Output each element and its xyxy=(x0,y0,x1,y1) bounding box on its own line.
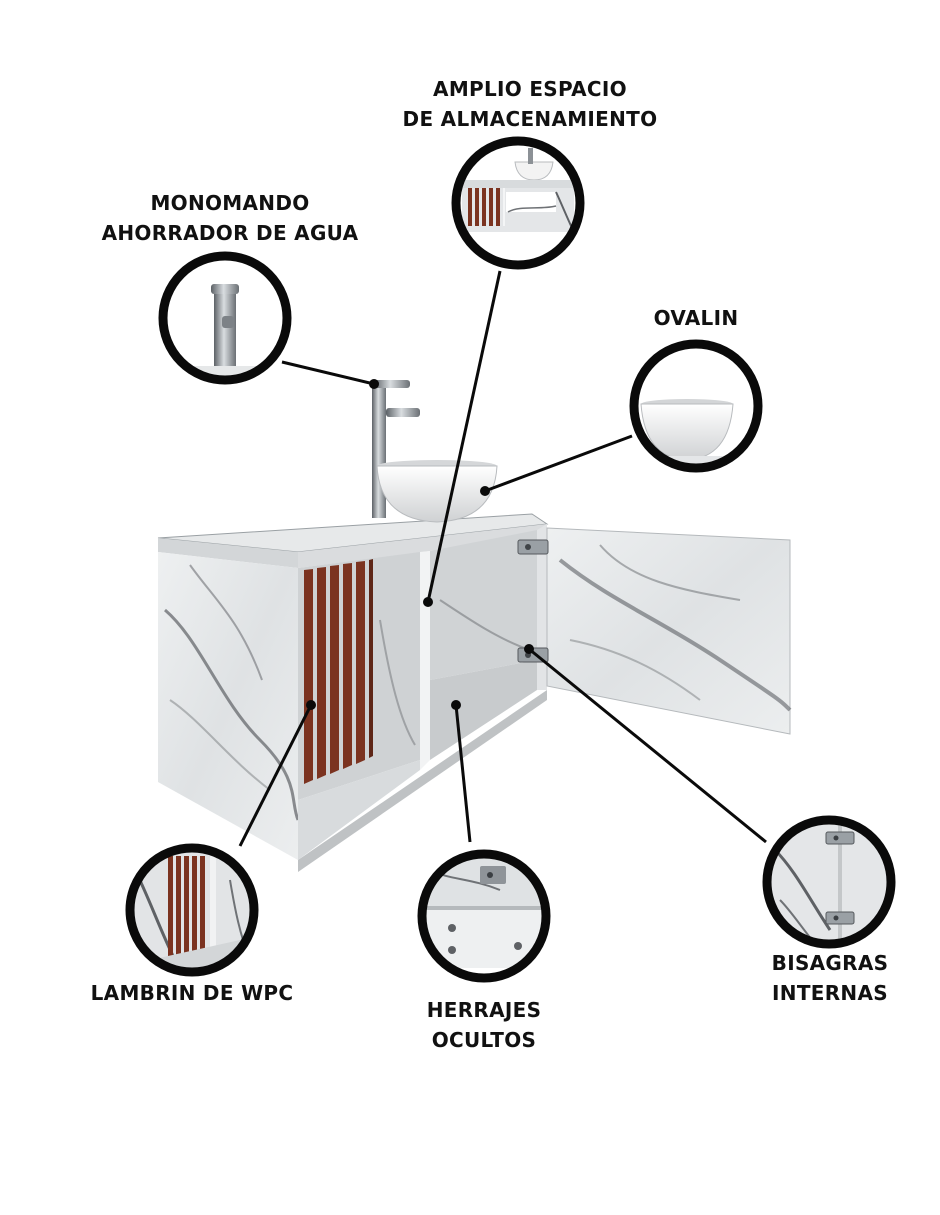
label-basin: OVALIN xyxy=(596,303,796,333)
label-basin-line1: OVALIN xyxy=(653,306,739,330)
label-hinges-line1: BISAGRAS xyxy=(771,951,889,975)
label-storage-line2: DE ALMACENAMIENTO xyxy=(402,107,658,131)
hinge-top xyxy=(517,539,549,555)
label-panel-line1: LAMBRIN DE WPC xyxy=(90,981,294,1005)
label-faucet-line1: MONOMANDO xyxy=(150,191,310,215)
faucet-detail-circle xyxy=(158,251,292,385)
label-hinges-line2: INTERNAS xyxy=(772,981,888,1005)
hardware-detail-circle xyxy=(417,849,551,983)
leader-dots xyxy=(306,379,534,710)
hinges-detail-circle xyxy=(762,815,896,949)
label-hardware: HERRAJES OCULTOS xyxy=(384,995,584,1055)
basin-detail-circle xyxy=(629,339,763,473)
cabinet-side-panel xyxy=(158,552,298,860)
label-storage-line1: AMPLIO ESPACIO xyxy=(433,77,627,101)
label-faucet-line2: AHORRADOR DE AGUA xyxy=(101,221,359,245)
cabinet-door xyxy=(546,527,791,735)
label-hardware-line1: HERRAJES xyxy=(426,998,542,1022)
label-panel: LAMBRIN DE WPC xyxy=(52,978,332,1008)
vessel-basin xyxy=(376,460,498,523)
leader-lines xyxy=(238,270,767,847)
wpc-slats xyxy=(304,559,373,784)
vanity-cabinet xyxy=(157,380,792,872)
storage-detail-circle xyxy=(451,136,585,270)
label-storage: AMPLIO ESPACIO DE ALMACENAMIENTO xyxy=(330,74,730,134)
label-faucet: MONOMANDO AHORRADOR DE AGUA xyxy=(60,188,400,248)
wpc-panel-detail-circle xyxy=(125,843,259,977)
label-hardware-line2: OCULTOS xyxy=(431,1028,537,1052)
label-hinges: BISAGRAS INTERNAS xyxy=(730,948,930,1008)
